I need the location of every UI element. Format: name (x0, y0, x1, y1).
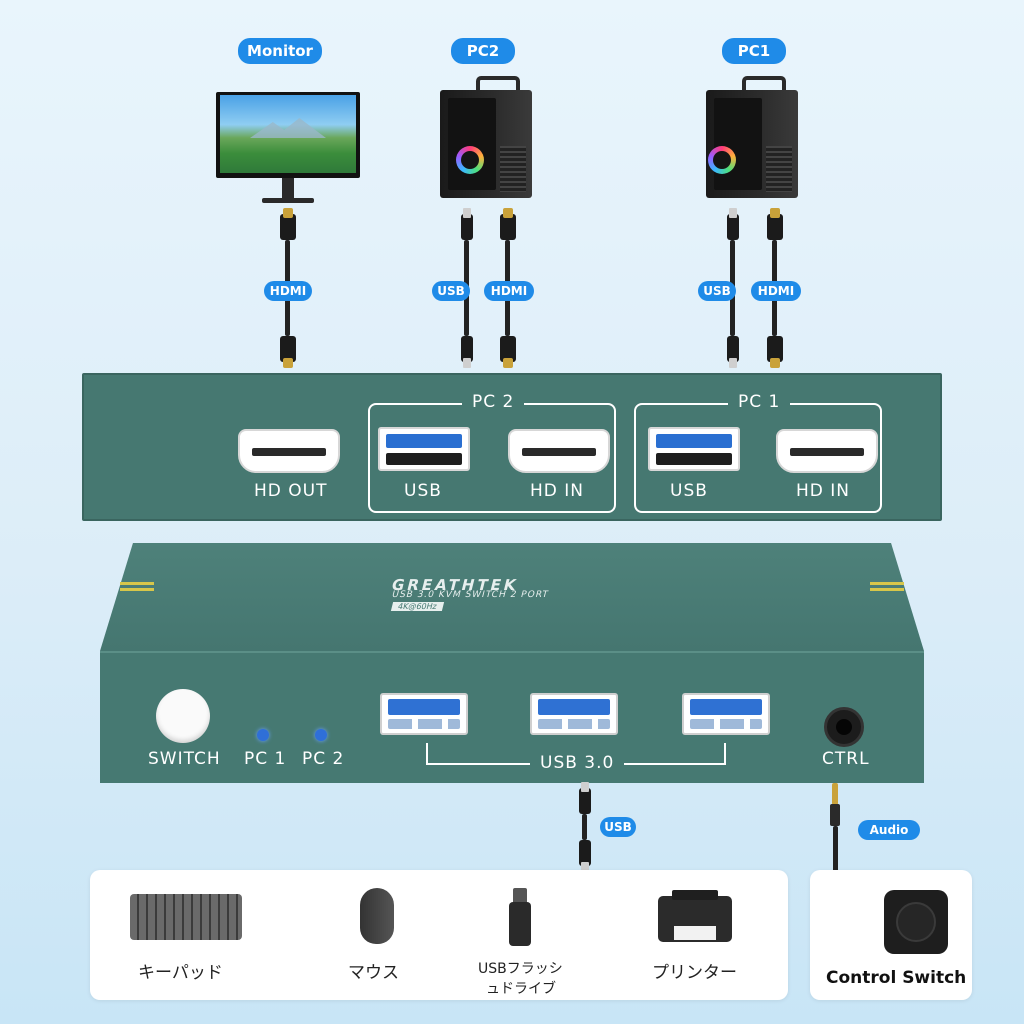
control-switch-card: Control Switch (810, 870, 972, 1000)
pc1-usb-port (648, 427, 740, 471)
pc2-usb-label: USB (404, 481, 442, 501)
pc1-usb-label: USB (670, 481, 708, 501)
hd-out-label: HD OUT (254, 481, 328, 501)
switch-label: SWITCH (148, 749, 221, 769)
pc1-label: PC1 (722, 38, 786, 64)
pc1-port-group: PC 1 USB HD IN (634, 392, 882, 513)
control-switch-label: Control Switch (826, 968, 967, 988)
usb30-label: USB 3.0 (530, 753, 625, 773)
mouse-label: マウス (348, 963, 399, 983)
flash-drive-cap (513, 888, 527, 904)
pc2-port-group: PC 2 USB HD IN (368, 392, 616, 513)
usb-tag-devices: USB (600, 817, 636, 837)
pc1-hd-in-port (776, 429, 878, 473)
switch-button[interactable] (156, 689, 210, 743)
pc2-label: PC2 (451, 38, 515, 64)
device-model-text: USB 3.0 KVM SWITCH 2 PORT (390, 590, 550, 600)
pc1-led (257, 729, 269, 741)
front-usb-port-2 (530, 693, 618, 735)
pc2-group-title: PC 2 (462, 392, 525, 412)
keyboard-image (130, 894, 242, 940)
pc1-hd-in-label: HD IN (796, 481, 851, 501)
pc2-usb-port (378, 427, 470, 471)
pc1-group-title: PC 1 (728, 392, 791, 412)
pc1-led-label: PC 1 (244, 749, 287, 769)
pc2-led-label: PC 2 (302, 749, 345, 769)
mouse-image (360, 888, 394, 944)
kvm-device-top (100, 543, 924, 651)
peripherals-card: キーパッド マウス USBフラッシ ュドライブ プリンター (90, 870, 788, 1000)
ctrl-label: CTRL (822, 749, 870, 769)
monitor-label: Monitor (238, 38, 322, 64)
flash-drive-label-2: ュドライブ (486, 981, 556, 997)
printer-label: プリンター (652, 963, 737, 983)
kvm-front-panel: SWITCH PC 1 PC 2 USB 3.0 CTRL (100, 651, 924, 783)
usb-tag-pc2: USB (432, 281, 470, 301)
device-resolution-badge: 4K@60Hz (390, 602, 444, 611)
hd-out-port (238, 429, 340, 473)
pc2-hd-in-label: HD IN (530, 481, 585, 501)
pc2-led (315, 729, 327, 741)
flash-drive-image (509, 902, 531, 946)
flash-drive-label-1: USBフラッシ (478, 961, 563, 977)
front-usb-port-3 (682, 693, 770, 735)
hdmi-tag-monitor: HDMI (264, 281, 312, 301)
hdmi-tag-pc2: HDMI (484, 281, 534, 301)
kvm-back-panel: HD OUT PC 2 USB HD IN PC 1 USB HD IN (82, 373, 942, 521)
front-usb-port-1 (380, 693, 468, 735)
keyboard-label: キーパッド (138, 963, 223, 983)
audio-tag: Audio (858, 820, 920, 840)
pc2-hd-in-port (508, 429, 610, 473)
hdmi-tag-pc1: HDMI (751, 281, 801, 301)
usb-tag-pc1: USB (698, 281, 736, 301)
